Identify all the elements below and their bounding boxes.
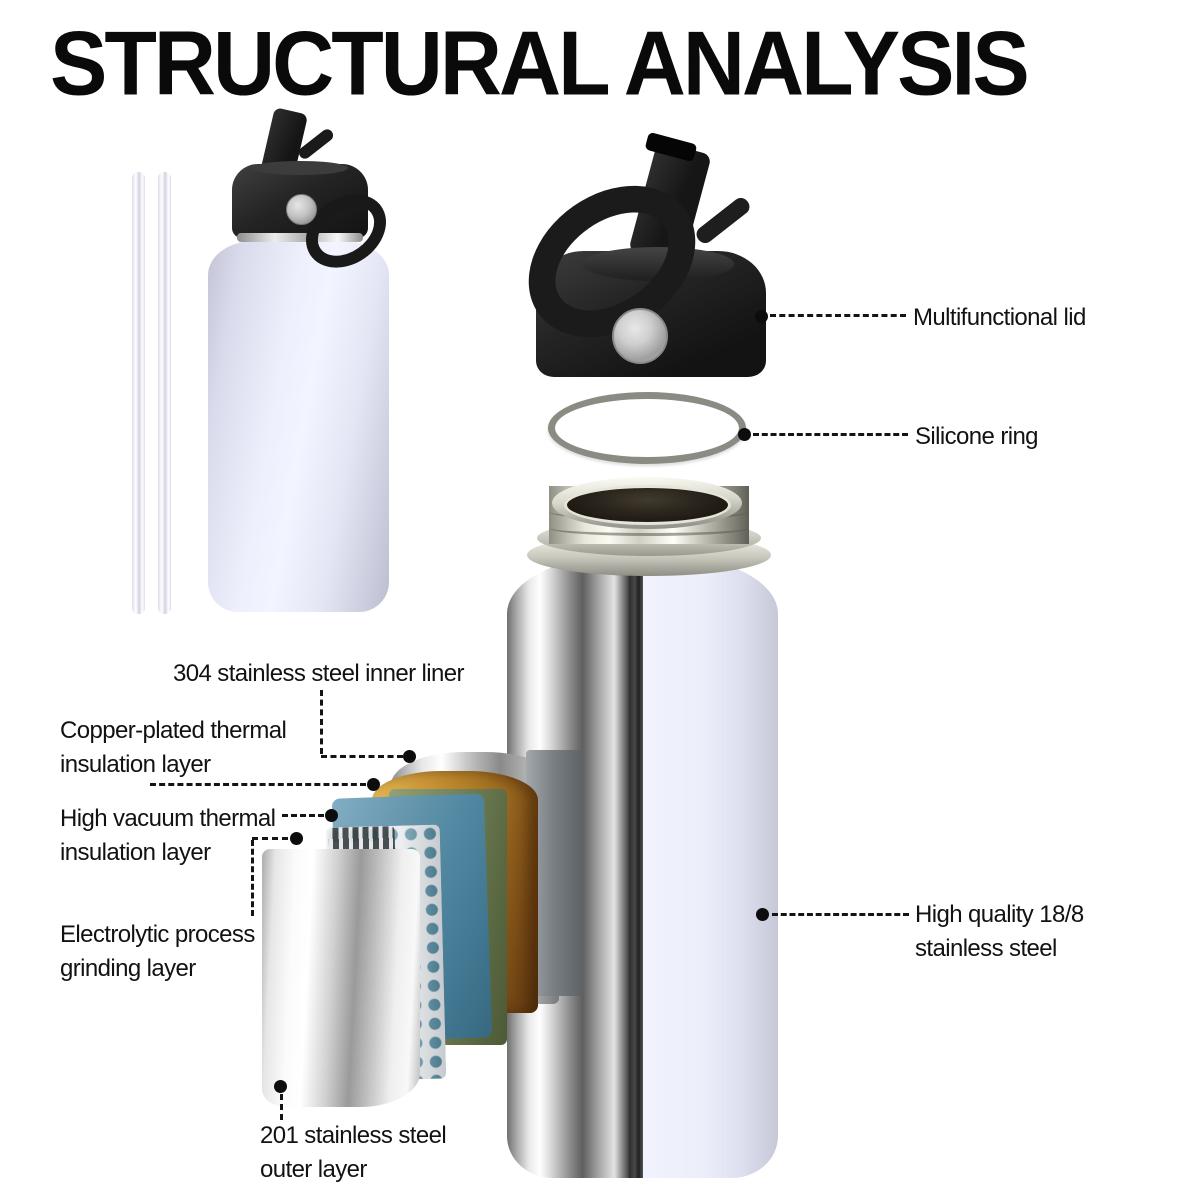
leader-line-copper-layer (150, 783, 366, 786)
leader-dot-steel-quality (756, 908, 769, 921)
leader-line-silicone-ring (753, 433, 908, 436)
main-bottle-mouth-opening (564, 485, 731, 525)
layer-outer-chrome (262, 849, 420, 1107)
callout-multifunctional-lid: Multifunctional lid (913, 304, 1086, 331)
callout-steel-quality: High quality 18/8 stainless steel (915, 901, 1084, 962)
bottle-neck-ring (237, 233, 363, 242)
leader-dot-grinding-layer (290, 832, 303, 845)
straw-1 (132, 172, 145, 614)
callout-copper-layer: Copper-plated thermal insulation layer (60, 717, 287, 778)
exploded-lid-spout-lever (693, 194, 753, 247)
main-bottle-cut-divider (629, 556, 643, 1178)
leader-line-steel-quality (772, 913, 909, 916)
exploded-lid-button (612, 308, 668, 364)
page-title: STRUCTURAL ANALYSIS (50, 13, 1030, 115)
leader-line-outer-layer-vertical (280, 1094, 283, 1120)
leader-line-grinding-layer (252, 837, 288, 840)
silicone-ring (548, 392, 746, 464)
leader-dot-outer-layer (274, 1080, 287, 1093)
bottle-lid-top (252, 161, 348, 175)
leader-dot-vacuum-layer (325, 809, 338, 822)
callout-inner-liner: 304 stainless steel inner liner (173, 660, 465, 687)
callout-silicone-ring: Silicone ring (915, 423, 1039, 450)
leader-dot-copper-layer (367, 778, 380, 791)
leader-line-inner-liner-vertical (320, 690, 323, 754)
leader-line-grinding-layer-vertical (251, 840, 254, 916)
straw-2 (158, 172, 171, 614)
callout-grinding-layer: Electrolytic process grinding layer (60, 921, 255, 982)
neck-thread-line (549, 520, 749, 536)
callout-outer-layer: 201 stainless steel outer layer (260, 1122, 447, 1183)
callout-vacuum-layer: High vacuum thermal insulation layer (60, 805, 276, 866)
leader-dot-multifunctional-lid (755, 310, 768, 323)
main-bottle-coated-half (643, 556, 778, 1178)
bottle-body (208, 241, 389, 612)
leader-dot-silicone-ring (738, 428, 751, 441)
leader-dot-inner-liner (403, 750, 416, 763)
leader-line-inner-liner (321, 755, 403, 758)
bottle-lid-button (286, 194, 317, 225)
leader-line-multifunctional-lid (770, 314, 906, 317)
leader-line-vacuum-layer (282, 814, 324, 817)
exploded-lid-top-surface (582, 247, 734, 281)
